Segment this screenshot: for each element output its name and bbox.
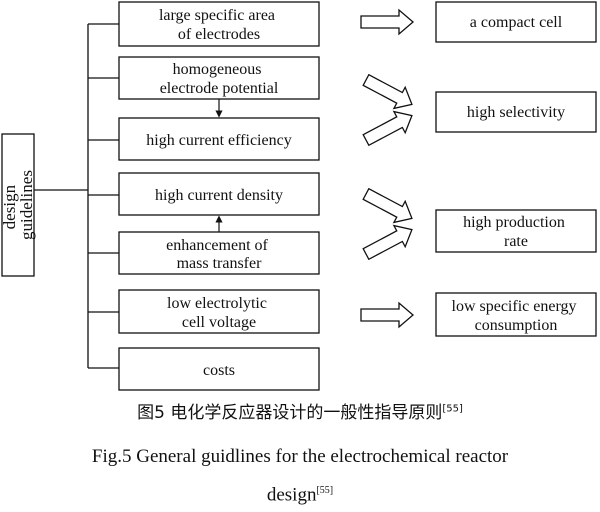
factor-label-large-specific-area: large specific area of electrodes bbox=[159, 7, 279, 43]
caption-chinese: 图5 电化学反应器设计的一般性指导原则[55] bbox=[0, 398, 600, 423]
outcome-label-low-energy-consumption: low specific energy consumption bbox=[452, 298, 581, 334]
factor-box-high-current-density bbox=[118, 172, 320, 216]
factor-box-large-specific-area bbox=[118, 1, 320, 47]
root-box bbox=[1, 133, 35, 277]
root-label-line-1: design bbox=[0, 184, 19, 229]
connector-lines bbox=[34, 23, 119, 369]
outcome-label-high-production-rate: high production rate bbox=[463, 214, 569, 250]
factor-box-low-cell-voltage bbox=[118, 289, 320, 334]
factor-label-enhancement-mass-transfer: enhancement of mass transfer bbox=[166, 237, 272, 272]
root-label-line-2: guidelines bbox=[17, 170, 36, 240]
caption-english-line-2: design bbox=[266, 484, 317, 506]
factor-label-costs: costs bbox=[203, 362, 235, 379]
caption-english-line-1: Fig.5 General guidlines for the electroc… bbox=[91, 446, 509, 467]
block-arrow-production-lower bbox=[362, 224, 413, 261]
factor-box-high-current-efficiency bbox=[118, 117, 320, 161]
block-arrow-selectivity-lower bbox=[362, 110, 413, 147]
outcome-box-low-energy-consumption bbox=[435, 292, 597, 337]
block-arrow-compact-cell bbox=[360, 8, 414, 36]
factor-label-homogeneous-potential: homogeneous electrode potential bbox=[160, 61, 279, 97]
outcome-label-high-selectivity: high selectivity bbox=[467, 104, 565, 121]
outcome-box-high-selectivity bbox=[435, 91, 597, 133]
caption-chinese-text: 图5 电化学反应器设计的一般性指导原则 bbox=[137, 403, 443, 423]
block-arrow-energy bbox=[360, 301, 414, 329]
factor-box-homogeneous-potential bbox=[118, 56, 320, 100]
block-arrow-production-upper bbox=[362, 187, 413, 224]
block-arrows bbox=[360, 8, 414, 329]
caption-english-reference: [55] bbox=[316, 485, 334, 496]
design-guidelines-diagram: design guidelines large specific area of… bbox=[0, 1, 597, 391]
outcome-box-compact-cell bbox=[435, 1, 597, 43]
outcome-label-compact-cell: a compact cell bbox=[470, 14, 563, 31]
caption-english: Fig.5 General guidlines for the electroc… bbox=[40, 440, 560, 512]
factor-label-low-cell-voltage: low electrolytic cell voltage bbox=[167, 295, 271, 331]
factor-label-high-current-density: high current density bbox=[155, 187, 283, 204]
outcome-box-high-production-rate bbox=[435, 209, 597, 253]
factor-label-high-current-efficiency: high current efficiency bbox=[146, 132, 291, 149]
caption-chinese-reference: [55] bbox=[442, 403, 463, 415]
root-label: design guidelines bbox=[0, 170, 36, 240]
factor-box-costs bbox=[118, 347, 320, 391]
factor-box-enhancement-mass-transfer bbox=[118, 231, 320, 275]
block-arrow-selectivity-upper bbox=[362, 73, 413, 110]
